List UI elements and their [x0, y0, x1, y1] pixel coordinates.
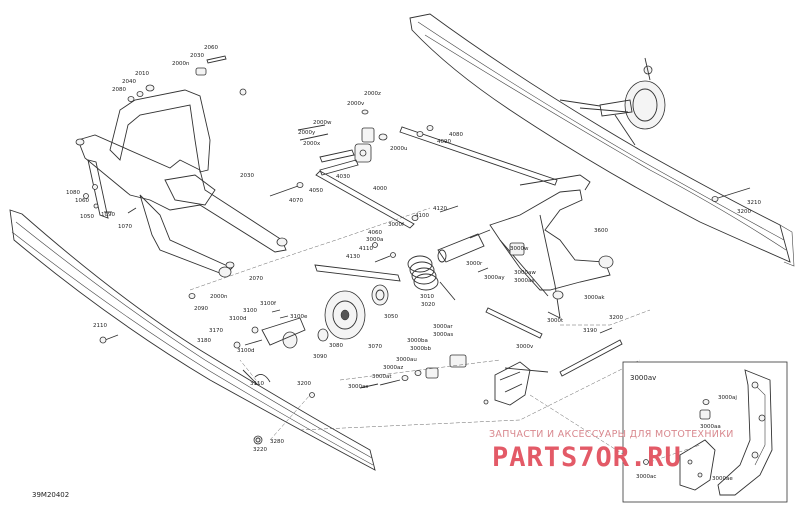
part-label: 3100	[243, 308, 257, 314]
part-label: 3000a	[366, 237, 383, 243]
part-label: 3000ac	[636, 474, 656, 480]
part-label: 2060	[204, 45, 218, 51]
part-label: 3000au	[396, 357, 417, 363]
center-linkage	[269, 109, 558, 263]
part-label: 2000n	[210, 294, 228, 300]
part-label: 3280	[270, 439, 284, 445]
part-label: 3200	[297, 381, 311, 387]
part-label: 4070	[289, 198, 303, 204]
part-label: 3010	[420, 294, 434, 300]
part-label: 2090	[194, 306, 208, 312]
part-label: 3000ae	[712, 476, 733, 482]
part-label: 3000aj	[718, 395, 737, 401]
part-label: 3100f	[260, 301, 277, 307]
part-label: 4000	[373, 186, 387, 192]
part-label: 3210	[747, 200, 761, 206]
part-label: 2000x	[303, 141, 321, 147]
watermark: ЗАПЧАСТИ И АКСЕССУАРЫ ДЛЯ МОТОТЕХНИКИ PA…	[489, 429, 734, 473]
part-label: 2000v	[347, 101, 365, 107]
dashed-lines	[189, 207, 651, 466]
upper-right-rail	[409, 13, 795, 267]
part-label: 4120	[433, 206, 447, 212]
part-label: 3200	[609, 315, 623, 321]
part-label: 3090	[313, 354, 327, 360]
part-label: 3110	[250, 381, 264, 387]
part-label: 3190	[583, 328, 597, 334]
part-label: 3000as	[348, 384, 368, 390]
part-label: 3070	[368, 344, 382, 350]
part-label: 2110	[93, 323, 107, 329]
part-label: 3000aa	[700, 424, 721, 430]
bottom-parts	[253, 392, 315, 445]
part-label: 3000r	[466, 261, 483, 267]
spring-and-wheels	[233, 255, 456, 386]
watermark-logo: PARTS7OR.RU	[492, 442, 682, 473]
part-label: 1070	[118, 224, 132, 230]
part-label: 3080	[329, 343, 343, 349]
part-label: 3100d	[237, 348, 255, 354]
part-label: 2000z	[364, 91, 381, 97]
rear-arm-assembly	[437, 174, 751, 377]
part-label: 2030	[190, 53, 204, 59]
part-label: 3200	[737, 209, 751, 215]
inset-box: 3000av	[622, 361, 788, 503]
shock-assembly	[559, 57, 666, 146]
part-label: 3100d	[229, 316, 247, 322]
part-label: 4100	[415, 213, 429, 219]
part-label: 3000ak	[584, 295, 605, 301]
part-label: 2030	[240, 173, 254, 179]
part-label: 2070	[249, 276, 263, 282]
part-label: 2080	[112, 87, 126, 93]
part-label: 3000as	[433, 332, 453, 338]
part-label: 3000ax	[514, 278, 535, 284]
part-label: 1060	[75, 198, 89, 204]
part-labels: 206020302000n2010204020802000z2000v2000w…	[66, 45, 761, 482]
part-label: 2040	[122, 79, 136, 85]
part-label: 4110	[359, 246, 373, 252]
front-arm-assembly	[75, 55, 288, 344]
lower-hardware	[359, 354, 549, 406]
part-label: 3000w	[510, 246, 529, 252]
part-label: 4060	[368, 230, 382, 236]
part-label: 2000n	[172, 61, 190, 67]
part-label: 3000bb	[410, 346, 431, 352]
part-label: 3020	[421, 302, 435, 308]
part-label: 3000at	[372, 374, 392, 380]
part-label: 3180	[197, 338, 211, 344]
part-label: 3600	[594, 228, 608, 234]
part-label: 3000az	[383, 365, 403, 371]
part-label: 3000ay	[484, 275, 505, 281]
watermark-text: ЗАПЧАСТИ И АКСЕССУАРЫ ДЛЯ МОТОТЕХНИКИ	[489, 429, 734, 440]
part-label: 2000w	[313, 120, 332, 126]
part-label: 4030	[336, 174, 350, 180]
part-label: 4130	[346, 254, 360, 260]
part-label: 2010	[135, 71, 149, 77]
part-label: 3000ar	[433, 324, 453, 330]
part-label: 3100e	[290, 314, 308, 320]
part-label: 3220	[253, 447, 267, 453]
part-label: 1050	[80, 214, 94, 220]
part-label: 3000ba	[407, 338, 428, 344]
lower-left-rail	[9, 209, 376, 471]
part-label: 3000t	[547, 318, 564, 324]
part-label: 3000f	[388, 222, 405, 228]
diagram-code: 39M20402	[32, 491, 69, 499]
part-label: 3000aw	[514, 270, 536, 276]
part-label: 3170	[209, 328, 223, 334]
part-label: 3000v	[516, 344, 534, 350]
part-label: 4090	[437, 139, 451, 145]
part-label: 4080	[449, 132, 463, 138]
part-label: 1090	[101, 212, 115, 218]
part-label: 2000u	[390, 146, 407, 152]
inset-title: 3000av	[630, 374, 656, 382]
part-label: 3050	[384, 314, 398, 320]
part-label: 2000y	[298, 130, 316, 136]
part-label: 1080	[66, 190, 80, 196]
part-label: 4050	[309, 188, 323, 194]
